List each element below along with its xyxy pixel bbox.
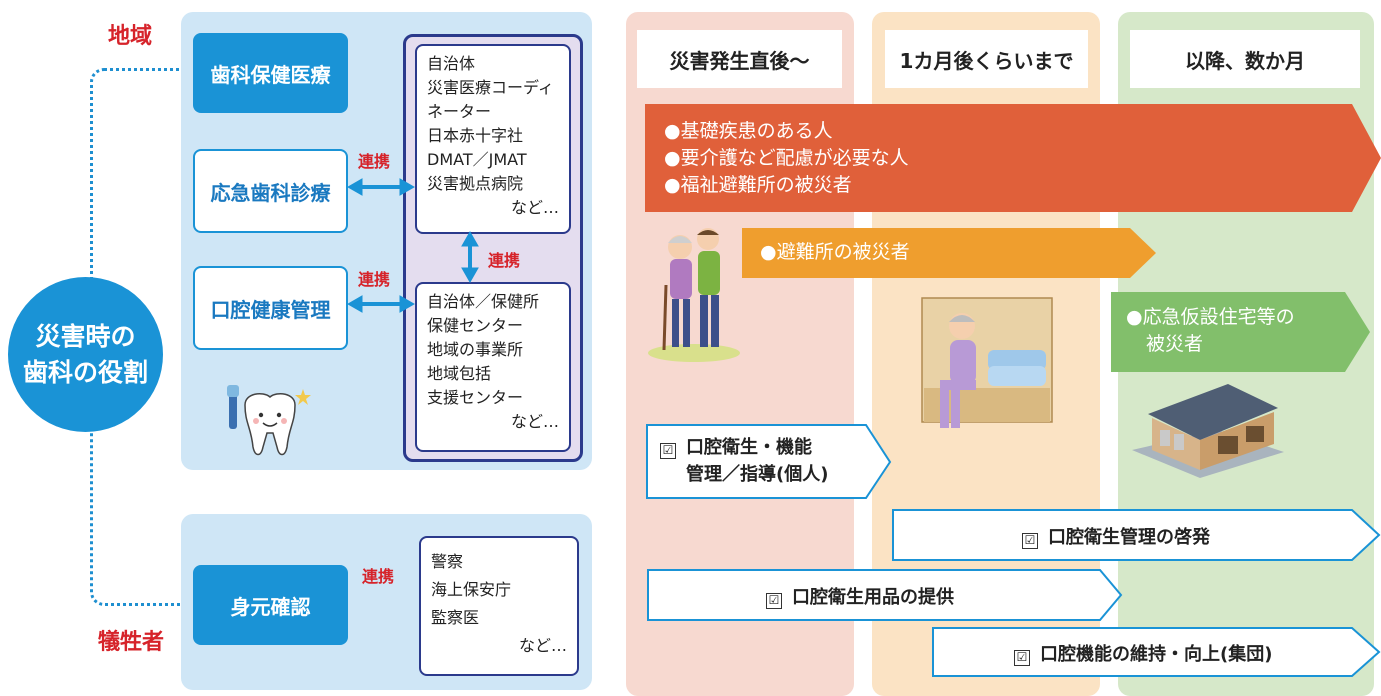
disaster-dental-role-circle: 災害時の 歯科の役割	[8, 277, 163, 432]
task-label: 口腔衛生・機能	[686, 437, 812, 458]
partner-item: 海上保安庁	[431, 580, 512, 599]
evacuee-illustration	[921, 297, 1053, 428]
partners-box-2: 自治体／保健所 保健センター 地域の事業所 地域包括 支援センター など…	[415, 282, 571, 452]
partners-box-1: 自治体 災害医療コーディ ネーター 日本赤十字社 DMAT／JMAT 災害拠点病…	[415, 44, 571, 234]
target-group: ●応急仮設住宅等の	[1126, 306, 1295, 328]
collaboration-label-4: 連携	[362, 567, 395, 586]
dental-health-care-box: 歯科保健医療	[193, 33, 348, 113]
orange-arrow-text: ●避難所の被災者	[760, 241, 910, 263]
col-header-months: 以降、数か月	[1130, 30, 1360, 88]
partner-item: ネーター	[427, 102, 492, 121]
etc-label: など…	[518, 636, 567, 655]
task-arrow-2	[892, 509, 1381, 561]
oral-health-management-box: 口腔健康管理	[193, 266, 348, 350]
task-label: 口腔機能の維持・向上(集団)	[1040, 644, 1273, 665]
arrow-orange	[742, 228, 1156, 278]
tooth-mascot-icon	[227, 385, 311, 456]
partner-item: 災害医療コーディ	[427, 78, 554, 97]
arrow-red	[645, 104, 1381, 212]
partner-item: 支援センター	[427, 388, 524, 407]
task-arrow-1	[646, 424, 892, 499]
victim-label: 犠牲者	[98, 630, 165, 655]
region-label: 地域	[108, 24, 153, 49]
collaboration-label-1: 連携	[358, 152, 391, 171]
emergency-dental-care-box: 応急歯科診療	[193, 149, 348, 233]
partner-item: 警察	[431, 552, 464, 571]
target-group: ●福祉避難所の被災者	[664, 174, 852, 196]
partner-item: 保健センター	[427, 316, 524, 335]
target-group: 被災者	[1146, 333, 1204, 355]
task-oral-function-group: ☑ 口腔機能の維持・向上(集団)	[1014, 640, 1272, 666]
partner-item: 自治体／保健所	[427, 292, 540, 311]
temporary-housing-illustration	[1132, 384, 1284, 478]
caregiver-illustration	[648, 228, 740, 362]
partner-item: 日本赤十字社	[427, 126, 524, 145]
checkbox-icon: ☑	[1022, 533, 1038, 549]
task-oral-supplies: ☑ 口腔衛生用品の提供	[766, 583, 954, 609]
task-arrow-4	[932, 627, 1381, 677]
partner-item: 監察医	[431, 608, 480, 627]
task-label: 口腔衛生管理の啓発	[1048, 527, 1210, 548]
task-label: 管理／指導(個人)	[686, 464, 829, 485]
task-oral-hygiene-awareness: ☑ 口腔衛生管理の啓発	[1022, 523, 1210, 549]
connector-bottom	[90, 410, 194, 606]
circle-line2: 歯科の役割	[22, 357, 148, 387]
partner-item: 地域の事業所	[427, 340, 524, 359]
circle-line1: 災害時の	[35, 321, 136, 351]
checkbox-icon: ☑	[766, 593, 782, 609]
etc-label: など…	[510, 412, 559, 431]
checkbox-icon: ☑	[1014, 650, 1030, 666]
partner-item: 自治体	[427, 54, 476, 73]
partners-box-3: 警察 海上保安庁 監察医 など…	[419, 536, 579, 676]
partner-item: 地域包括	[427, 364, 492, 383]
green-arrow-text: ●応急仮設住宅等の 被災者	[1126, 304, 1295, 358]
red-arrow-text: ●基礎疾患のある人 ●要介護など配慮が必要な人 ●福祉避難所の被災者	[664, 118, 909, 199]
target-group: ●要介護など配慮が必要な人	[664, 147, 909, 169]
checkbox-icon: ☑	[660, 443, 676, 459]
identification-box: 身元確認	[193, 565, 348, 645]
partner-item: DMAT／JMAT	[427, 150, 527, 169]
collaboration-label-2: 連携	[488, 251, 521, 270]
collaboration-label-3: 連携	[358, 270, 391, 289]
target-group: ●基礎疾患のある人	[664, 120, 833, 142]
task-label: 口腔衛生用品の提供	[792, 587, 954, 608]
arrow-green	[1111, 292, 1370, 372]
etc-label: など…	[510, 198, 559, 217]
connector-top	[90, 68, 194, 303]
task-oral-care-individual: ☑ 口腔衛生・機能 管理／指導(個人)	[660, 434, 828, 488]
col-header-immediate: 災害発生直後〜	[637, 30, 842, 88]
col-header-one-month: 1カ月後くらいまで	[885, 30, 1088, 88]
partner-item: 災害拠点病院	[427, 174, 524, 193]
